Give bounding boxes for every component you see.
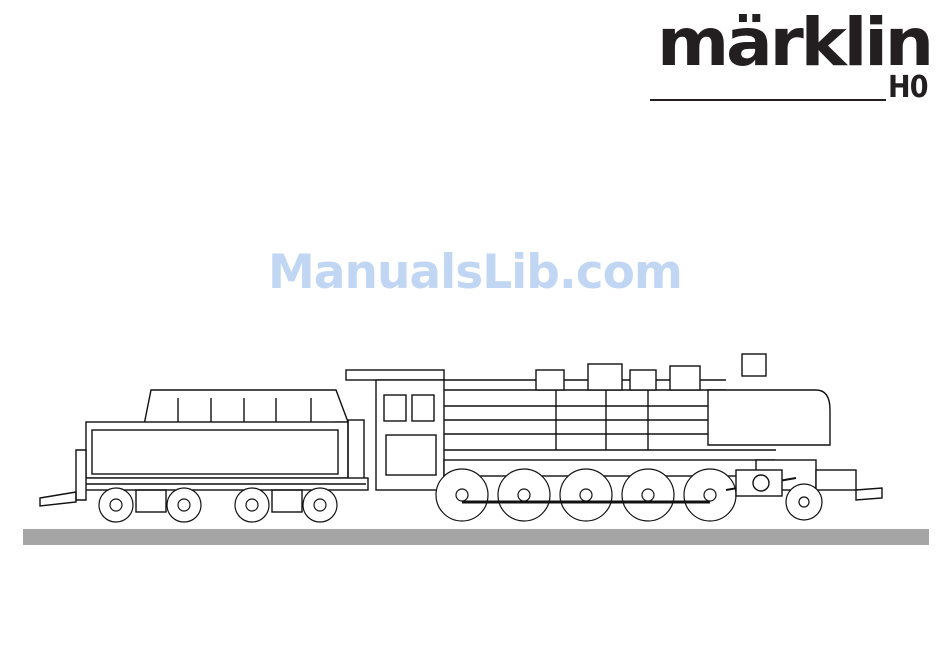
- ground-bar: [23, 529, 929, 545]
- watermark: ManualsLib.com: [268, 245, 698, 301]
- scale-label: H0: [888, 72, 928, 104]
- steam-locomotive-with-tender-icon: [36, 350, 886, 528]
- logo-underline: [650, 99, 886, 101]
- brand-logo: märklin: [632, 14, 931, 72]
